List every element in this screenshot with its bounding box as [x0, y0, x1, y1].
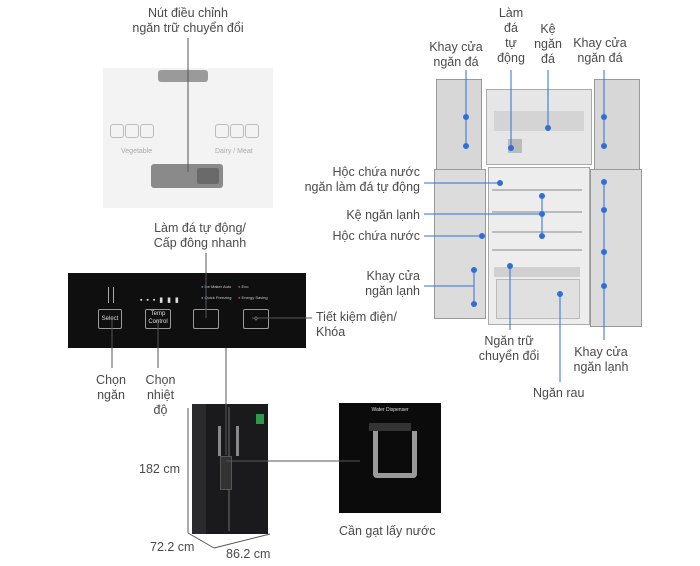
water-lever-label: Cần gạt lấy nước — [339, 524, 436, 538]
control-panel: ▪ ▪ ▪ ▮ ▮ ▮ ● Ice Maker Auto ● Quick Fre… — [68, 273, 306, 348]
auto-ice-button[interactable] — [193, 309, 219, 329]
vegetable-icons — [110, 124, 154, 143]
auto-ice-label: Làm đá tự động/ Cấp đông nhanh — [153, 221, 247, 250]
dairy-icons — [215, 124, 259, 143]
leader-width — [213, 533, 271, 549]
freezer-shelf-label: Kệ ngăn đá — [534, 22, 562, 66]
quick-freeze-text: ● Quick Freezing — [201, 295, 232, 300]
water-lever — [373, 431, 417, 478]
fridge-door-tray-left-label: Khay cửa ngăn lạnh — [365, 269, 420, 298]
convertible-compartment-label: Ngăn trữ chuyển đổi — [478, 334, 540, 363]
ice-tray-door-right-label: Khay cửa ngăn đá — [573, 36, 627, 65]
knob-slot-top — [158, 70, 208, 82]
ice-water-container-label: Hộc chứa nước ngăn làm đá tự động — [304, 165, 420, 194]
water-dispenser-text: Water Dispenser — [371, 407, 409, 413]
lock-icon: ⬦ — [253, 316, 259, 322]
ice-maker-text: ● Ice Maker Auto — [201, 284, 232, 289]
panel-indicators-left — [108, 287, 114, 303]
vegetable-drawer-label: Ngăn rau — [533, 386, 585, 400]
select-button[interactable]: Select — [98, 309, 122, 329]
water-dispenser-photo: Water Dispenser — [339, 403, 441, 513]
energy-saving-text: ● Energy Saving — [238, 295, 268, 300]
width-label: 86.2 cm — [226, 547, 271, 561]
dairy-meat-text: Dairy / Meat — [215, 148, 253, 155]
dispenser-slot — [220, 456, 232, 490]
eco-lock-button[interactable]: ⬦ — [243, 309, 269, 329]
panel-temp-dots: ▪ ▪ ▪ ▮ ▮ ▮ — [140, 297, 180, 304]
water-container-label: Hộc chứa nước — [332, 229, 420, 243]
select-temp-label: Chọn nhiệt độ — [145, 373, 176, 417]
fridge-interior-photo — [434, 71, 648, 328]
temp-control-button[interactable]: Temp Control — [145, 309, 171, 329]
fridge-door-tray-right-label: Khay cửa ngăn lạnh — [573, 345, 629, 374]
ice-tray-door-left-label: Khay cửa ngăn đá — [429, 40, 483, 69]
fridge-front-photo — [192, 404, 268, 534]
height-label: 182 cm — [139, 462, 180, 476]
depth-label: 72.2 cm — [150, 540, 195, 554]
convert-knob-photo: Vegetable Dairy / Meat — [103, 68, 273, 208]
eco-lock-label: Tiết kiệm điện/ Khóa — [316, 310, 397, 339]
auto-ice-maker-label: Làm đá tự động — [497, 6, 525, 65]
vegetable-text: Vegetable — [121, 148, 153, 155]
knob-slider — [151, 164, 223, 188]
select-compartment-label: Chọn ngăn — [96, 373, 126, 402]
convert-knob-label: Nút điều chỉnh ngăn trữ chuyển đổi — [132, 6, 244, 35]
eco-text: ● Eco — [238, 284, 249, 289]
fridge-shelf-label: Kệ ngăn lạnh — [346, 208, 420, 222]
